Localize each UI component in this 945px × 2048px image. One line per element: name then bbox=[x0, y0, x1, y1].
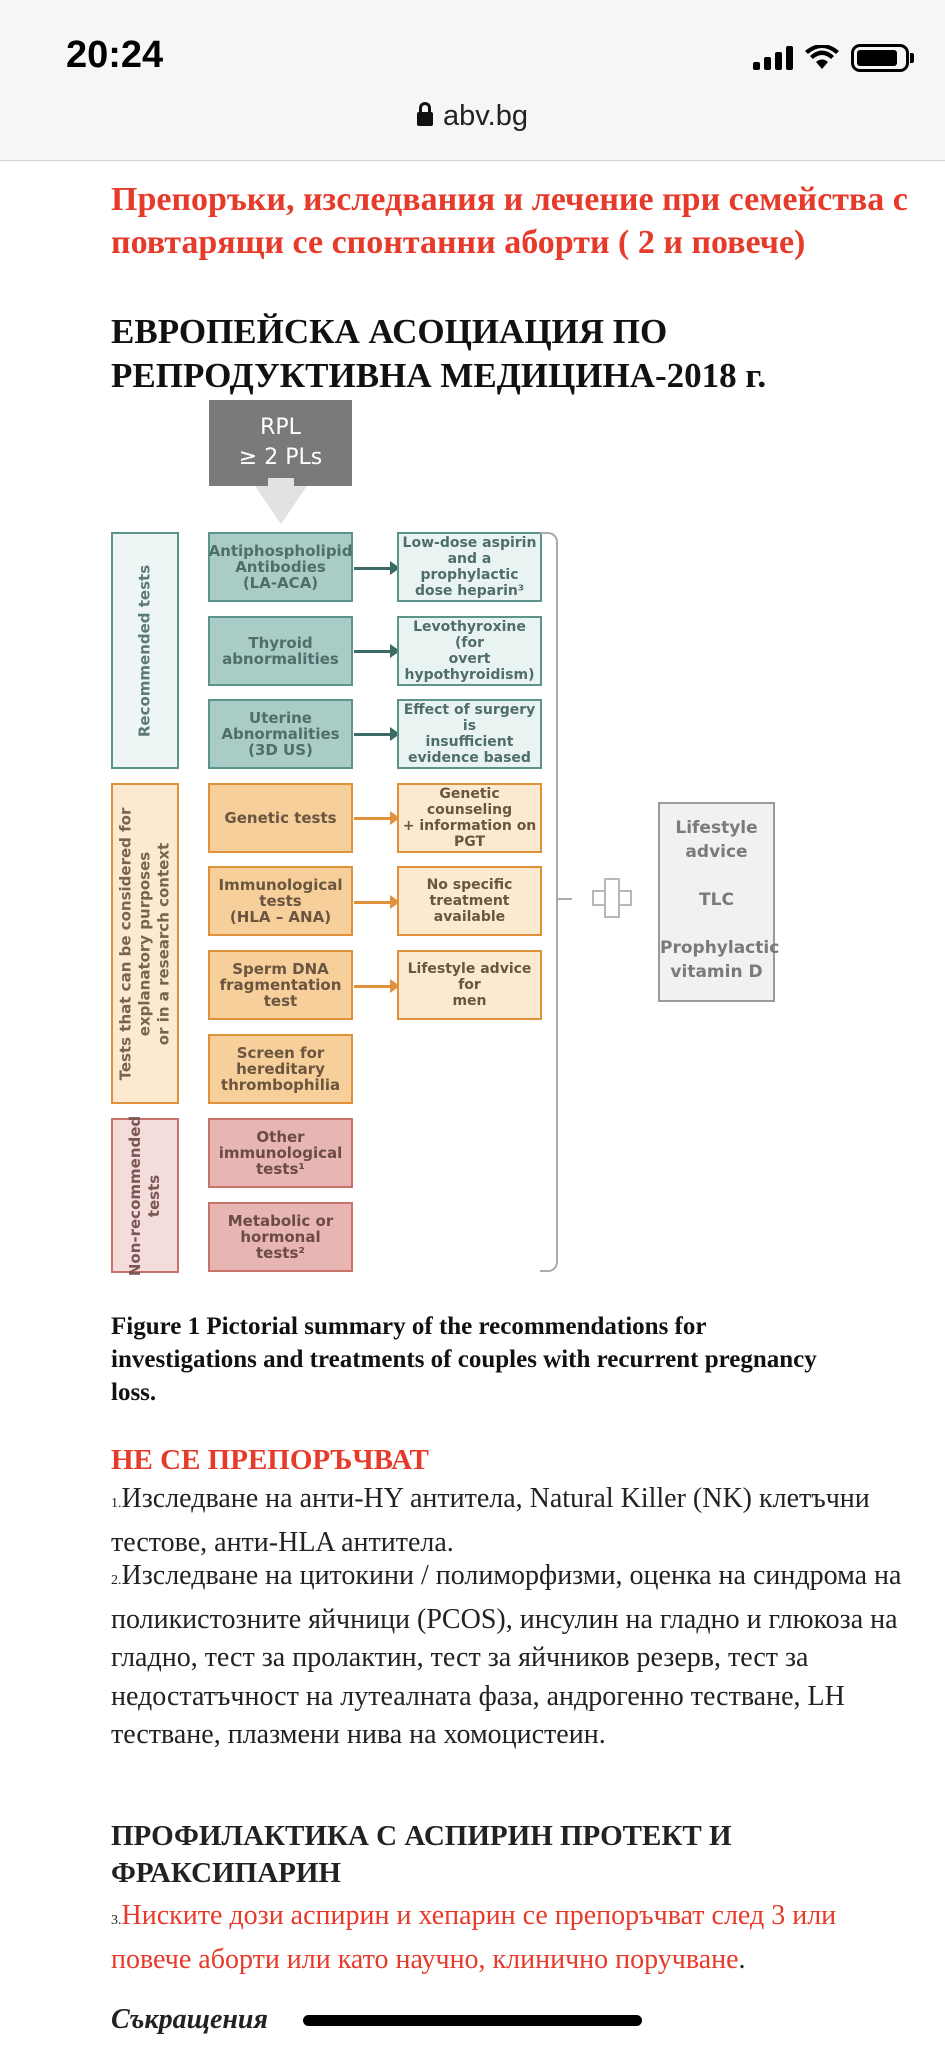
article-title: Препоръки, изследвания и лечение при сем… bbox=[111, 181, 908, 261]
status-icons bbox=[753, 44, 914, 72]
prophylaxis-title: ПРОФИЛАКТИКА С АСПИРИН ПРОТЕКТ И ФРАКСИП… bbox=[111, 1820, 732, 1889]
bracket-tip bbox=[556, 898, 572, 900]
recommendations-figure: RPL≥ 2 PLs Recommended tests Tests that … bbox=[0, 398, 945, 1278]
prophylaxis-item-3: 3.Ниските дози аспирин и хепарин се преп… bbox=[111, 1900, 837, 1975]
battery-icon bbox=[851, 44, 914, 72]
address-bar[interactable]: abv.bg bbox=[0, 100, 945, 133]
arrow-uterine bbox=[354, 727, 400, 741]
lifestyle-box: Lifestyle advice TLC Prophylactic vitami… bbox=[658, 802, 779, 1002]
browser-chrome: 20:24 abv.bg bbox=[0, 0, 945, 161]
not-recommended-title: НЕ СЕ ПРЕПОРЪЧВАТ bbox=[111, 1444, 429, 1476]
figure-caption: Figure 1 Pictorial summary of the recomm… bbox=[111, 1313, 817, 1406]
not-recommended-item-1: 1.Изследване на анти-HY антитела, Natura… bbox=[111, 1483, 870, 1558]
rpl-box: RPL≥ 2 PLs bbox=[209, 400, 352, 486]
cellular-signal-icon bbox=[753, 46, 793, 70]
home-indicator[interactable] bbox=[303, 2015, 642, 2026]
article-subtitle: ЕВРОПЕЙСКА АСОЦИАЦИЯ ПО РЕПРОДУКТИВНА МЕ… bbox=[111, 312, 767, 395]
rpl-arrow bbox=[255, 486, 307, 524]
arrow-sperm bbox=[354, 979, 400, 993]
plus-icon-center bbox=[606, 892, 618, 904]
arrow-thyroid bbox=[354, 644, 400, 658]
url-text: abv.bg bbox=[443, 100, 528, 132]
test-genetic: Genetic tests bbox=[208, 783, 353, 853]
arrow-antiphospholipid bbox=[354, 561, 400, 575]
bracket bbox=[540, 532, 558, 1272]
arrow-immunological bbox=[354, 895, 400, 909]
wifi-icon bbox=[805, 45, 839, 69]
group-recommended: Recommended tests bbox=[111, 532, 179, 769]
arrow-genetic bbox=[354, 811, 400, 825]
not-recommended-item-2: 2.Изследване на цитокини / полиморфизми,… bbox=[111, 1560, 902, 1750]
abbreviations-heading: Съкращения bbox=[111, 2004, 268, 2035]
lock-icon bbox=[417, 101, 434, 128]
status-time: 20:24 bbox=[66, 34, 164, 76]
